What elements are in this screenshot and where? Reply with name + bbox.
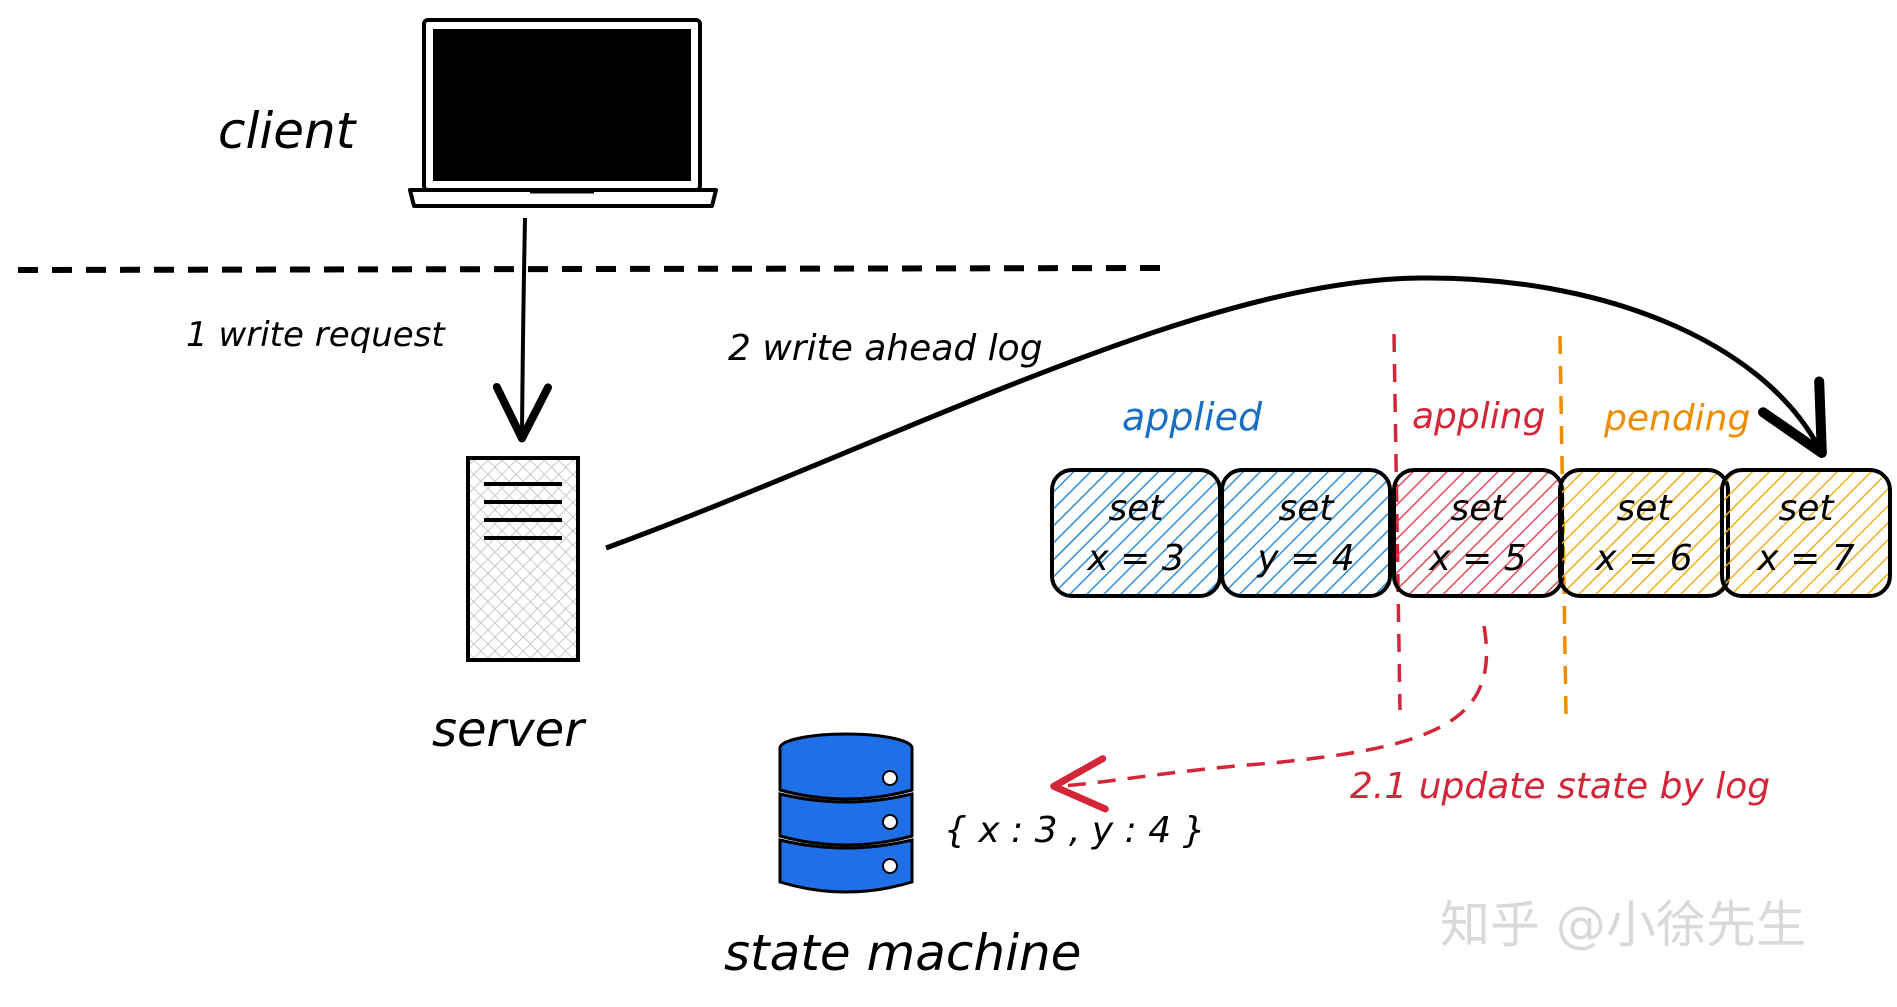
client-label: client: [218, 102, 358, 160]
log-entry-assignment: x = 5: [1428, 538, 1526, 579]
update-state-arrow: [1050, 625, 1489, 813]
log-entry: set y = 4: [1220, 468, 1392, 598]
database-icon: [778, 732, 914, 894]
log-entry-command: set: [1616, 488, 1673, 529]
group-label-pending: pending: [1603, 398, 1750, 439]
log-entry: set x = 3: [1050, 468, 1222, 598]
log-entry-box: [1722, 470, 1890, 596]
server-icon: [466, 456, 580, 662]
log-entry-border: [1720, 468, 1892, 598]
log-entry-box: [1394, 470, 1562, 596]
group-label-applied: applied: [1122, 395, 1263, 439]
laptop-icon: [408, 18, 718, 208]
watermark: 知乎 @小徐先生: [1440, 896, 1806, 954]
network-boundary: [17, 265, 1161, 273]
step2-label: 2 write ahead log: [728, 328, 1043, 369]
state-value: { x : 3 , y : 4 }: [944, 810, 1205, 851]
log-entry-border: [1220, 468, 1392, 598]
log-entry: set x = 6: [1558, 468, 1730, 598]
log-entry: set x = 5: [1392, 468, 1564, 598]
write-ahead-log-arrow: [605, 275, 1827, 551]
log-entries: set x = 3 set y = 4 set x = 5 set x = 6 set x = 7: [1050, 468, 1892, 598]
log-entry-command: set: [1778, 488, 1835, 529]
step1-label: 1 write request: [186, 315, 446, 355]
write-request-arrow: [492, 217, 552, 443]
server-label: server: [432, 702, 587, 758]
log-entry-assignment: x = 6: [1594, 538, 1692, 579]
log-entry-assignment: x = 7: [1756, 538, 1854, 579]
log-entry-assignment: x = 3: [1086, 538, 1184, 579]
log-entry-assignment: y = 4: [1256, 538, 1354, 579]
step21-label: 2.1 update state by log: [1350, 766, 1770, 807]
log-entry-command: set: [1450, 488, 1507, 529]
state-machine-label: state machine: [724, 924, 1081, 982]
log-entry-box: [1222, 470, 1390, 596]
log-entry: set x = 7: [1720, 468, 1892, 598]
log-entry-command: set: [1108, 488, 1165, 529]
log-entry-box: [1052, 470, 1220, 596]
log-entry-box: [1560, 470, 1728, 596]
log-entry-command: set: [1278, 488, 1335, 529]
group-label-appling: appling: [1412, 396, 1545, 437]
